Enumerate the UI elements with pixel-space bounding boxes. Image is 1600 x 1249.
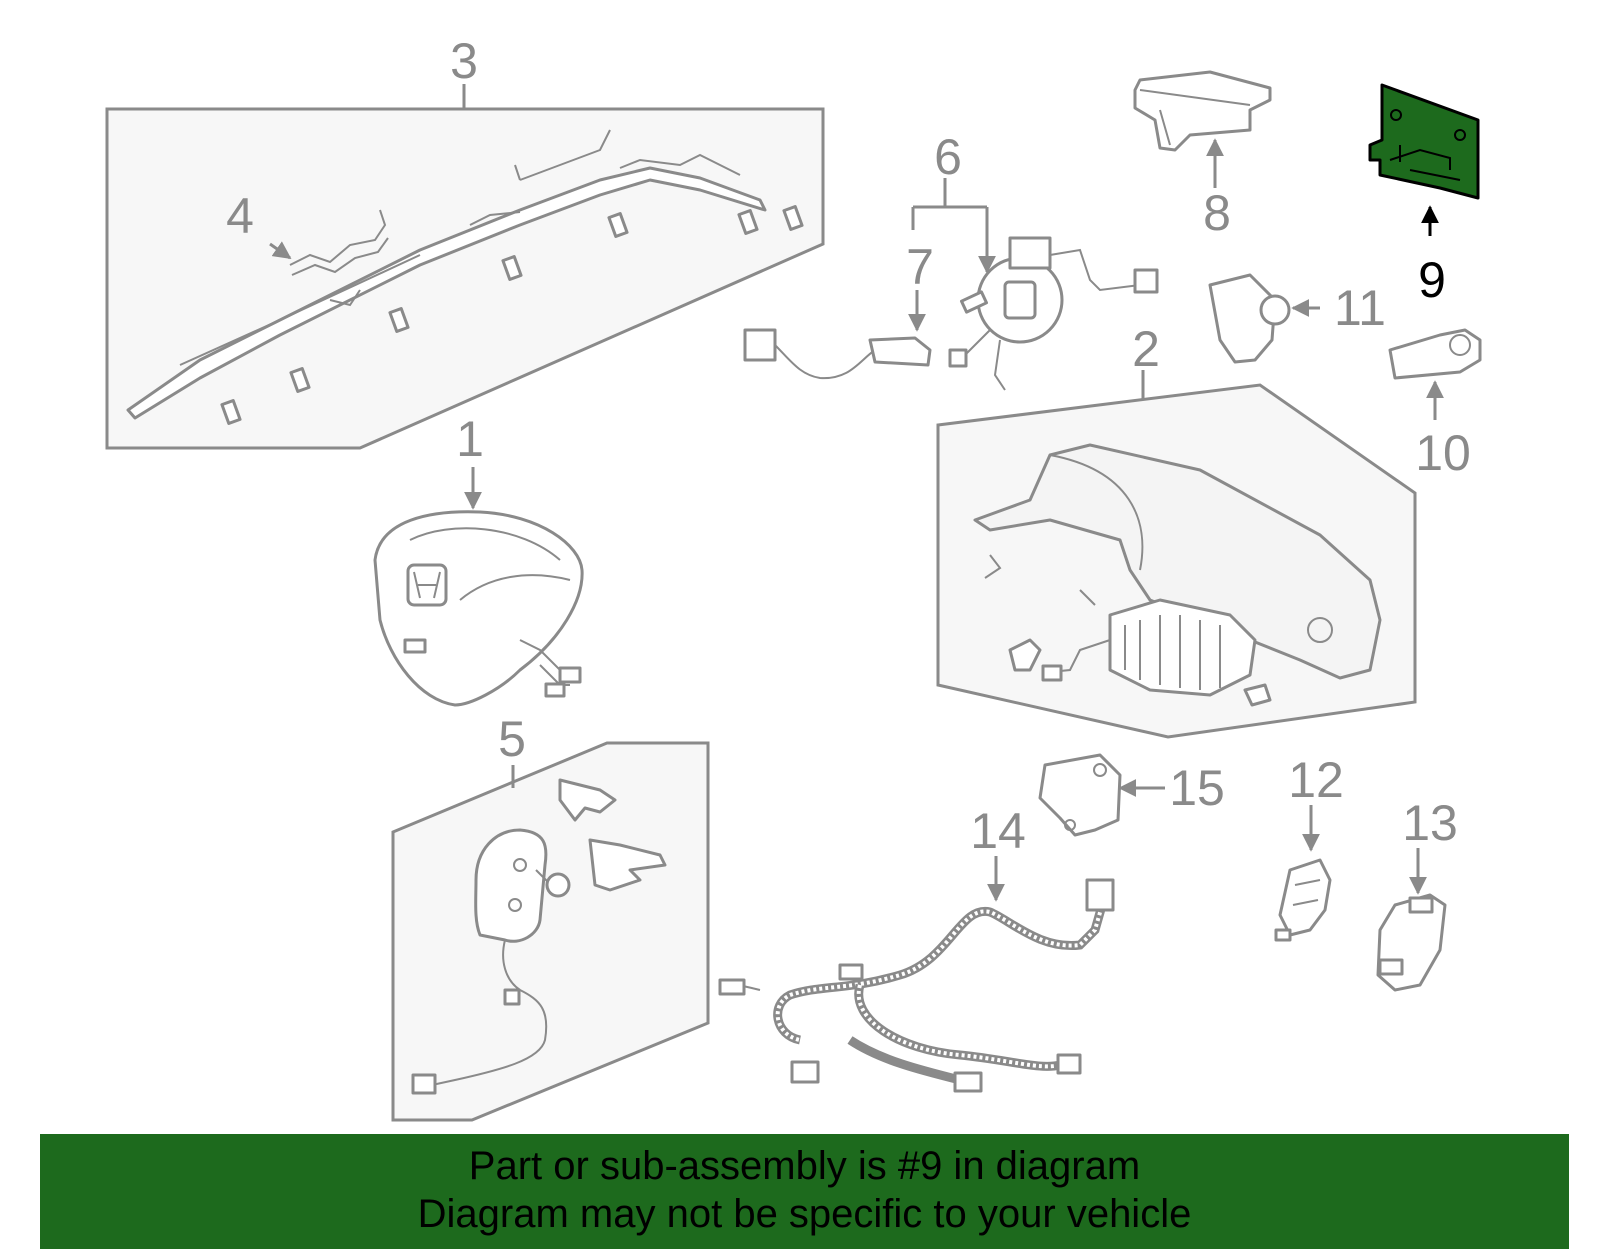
part-3-curtain-airbag-group — [105, 84, 825, 450]
callout-2: 2 — [1132, 321, 1160, 377]
banner-line-part-number: Part or sub-assembly is #9 in diagram — [468, 1144, 1141, 1188]
callout-9-highlighted: 9 — [1418, 252, 1446, 308]
callout-7: 7 — [906, 239, 934, 295]
part-8-sensor — [1133, 70, 1272, 188]
callout-13: 13 — [1402, 795, 1458, 851]
part-2-passenger-airbag-group — [936, 370, 1417, 739]
part-9-bracket-highlighted — [1368, 83, 1480, 236]
part-10-sensor — [1388, 328, 1482, 420]
callout-12: 12 — [1288, 752, 1344, 808]
part-12-sensor — [1274, 805, 1332, 942]
part-7-cable — [743, 290, 932, 380]
callout-6: 6 — [934, 129, 962, 185]
part-5-knee-airbag-group — [391, 741, 710, 1122]
part-14-wire-harness — [718, 856, 1115, 1093]
info-banner: Part or sub-assembly is #9 in diagram Di… — [40, 1134, 1569, 1249]
part-15-module — [1038, 753, 1165, 837]
callout-4: 4 — [226, 188, 254, 244]
callout-3: 3 — [450, 33, 478, 89]
part-13-sensor — [1376, 848, 1447, 992]
callout-1: 1 — [456, 411, 484, 467]
part-11-sensor — [1208, 273, 1320, 364]
part-1-steering-wheel-airbag — [373, 467, 584, 707]
callout-14: 14 — [970, 803, 1026, 859]
callout-11: 11 — [1334, 280, 1386, 336]
callout-8: 8 — [1203, 185, 1231, 241]
callout-5: 5 — [498, 711, 526, 767]
callout-10: 10 — [1415, 425, 1471, 481]
banner-line-disclaimer: Diagram may not be specific to your vehi… — [417, 1192, 1192, 1236]
part-6-clock-spring — [911, 178, 1159, 391]
callout-15: 15 — [1169, 760, 1225, 816]
